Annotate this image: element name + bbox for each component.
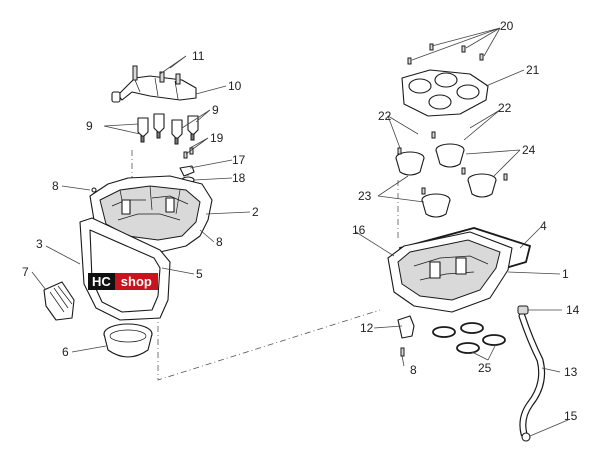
callout-6: 6 [62,345,69,359]
watermark-hc: HC [88,273,115,290]
callout-23: 23 [358,189,372,203]
bracket-part-12 [397,315,415,357]
callout-11: 11 [192,49,205,63]
callout-24: 24 [522,143,536,157]
callout-20: 20 [500,19,514,33]
callout-8-bottom: 8 [410,363,417,377]
injectors-part-9 [137,113,199,145]
intake-plate-part-21 [401,43,489,117]
callout-12: 12 [360,321,374,335]
callout-16: 16 [352,223,366,237]
callout-25: 25 [478,361,492,375]
callout-3: 3 [36,237,43,251]
callout-9-left: 9 [86,119,93,133]
callout-2: 2 [252,205,259,219]
callout-8-mid: 8 [216,235,223,249]
callout-9-right: 9 [212,103,219,117]
callout-14: 14 [566,303,580,317]
callout-1: 1 [562,267,569,281]
callout-leaders [31,27,569,437]
lower-airbox-part-1 [387,227,532,313]
callout-13: 13 [564,365,578,379]
o-rings-part-25 [432,322,506,354]
callout-22-left: 22 [378,109,392,123]
callout-5: 5 [196,267,203,281]
gasket-part-3 [79,217,171,321]
callout-4: 4 [540,219,547,233]
velocity-stacks-parts-22-23-24 [395,131,508,218]
breather-hose-part-13 [517,305,546,442]
callout-18: 18 [232,171,246,185]
fuel-rail-part-10 [111,65,197,103]
callout-8-top: 8 [52,179,59,193]
callout-15: 15 [564,409,578,423]
callout-22-right: 22 [498,101,512,115]
callout-10: 10 [228,79,242,93]
air-filter-part-7 [43,281,75,321]
hc-shop-watermark-logo: HC shop [88,273,182,290]
watermark-shop: shop [114,273,158,290]
callout-7: 7 [22,265,29,279]
callout-labels: 11 10 9 9 19 17 18 8 2 8 3 5 7 6 20 21 2… [22,19,580,423]
callout-21: 21 [526,63,540,77]
bellmouth-part-6 [103,323,153,358]
callout-17: 17 [232,153,246,167]
callout-19: 19 [210,131,224,145]
